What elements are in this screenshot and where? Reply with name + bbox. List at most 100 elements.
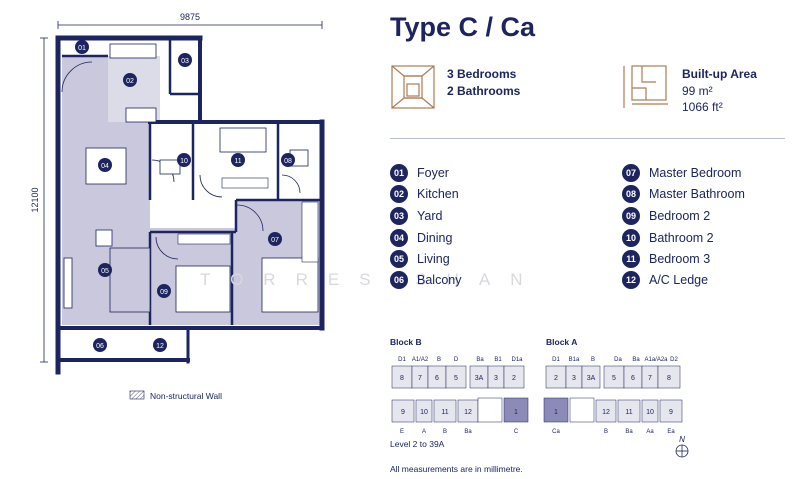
svg-text:1: 1: [514, 409, 518, 416]
svg-text:01: 01: [78, 45, 86, 52]
area-sqft: 1066 ft²: [682, 100, 723, 114]
svg-text:10: 10: [420, 409, 428, 416]
svg-text:5: 5: [612, 375, 616, 382]
svg-text:B: B: [443, 429, 447, 435]
block-b: D1 A1/A2 B D Ba B1 D1a 8 7 6 5 3A 3 2 9: [391, 357, 529, 435]
room-badge-04: 04: [98, 158, 112, 172]
block-b-title: Block B: [390, 337, 422, 347]
svg-text:05: 05: [101, 268, 109, 275]
svg-text:12: 12: [602, 409, 610, 416]
svg-text:9: 9: [401, 409, 405, 416]
room-badge-06: 06: [93, 338, 107, 352]
area-icon: [623, 65, 668, 108]
svg-text:5: 5: [454, 375, 458, 382]
svg-text:A1/A2: A1/A2: [412, 357, 429, 363]
svg-text:12: 12: [464, 409, 472, 416]
svg-text:02: 02: [126, 78, 134, 85]
svg-text:9: 9: [669, 409, 673, 416]
svg-text:8: 8: [400, 375, 404, 382]
svg-text:6: 6: [435, 375, 439, 382]
svg-text:Ca: Ca: [552, 429, 560, 435]
svg-text:C: C: [514, 429, 519, 435]
page-title: Type C / Ca: [390, 12, 536, 42]
bedroom-icon: [391, 65, 435, 109]
svg-text:11: 11: [234, 158, 241, 165]
svg-text:Ba: Ba: [476, 357, 484, 363]
room-badge-03: 03: [178, 53, 192, 67]
area-label: Built-up Area: [682, 67, 757, 81]
hatch-swatch: [129, 390, 145, 400]
svg-text:3: 3: [572, 375, 576, 382]
room-badge-07: 07: [268, 232, 282, 246]
svg-text:B1: B1: [494, 357, 502, 363]
svg-text:07: 07: [271, 237, 279, 244]
svg-text:06: 06: [96, 343, 104, 350]
svg-text:D: D: [454, 357, 459, 363]
width-dimension: 9875: [180, 12, 200, 22]
svg-text:8: 8: [667, 375, 671, 382]
svg-text:2: 2: [512, 375, 516, 382]
area-sqm: 99 m²: [682, 84, 713, 98]
block-a-title: Block A: [546, 337, 578, 347]
non-structural-label: Non-structural Wall: [150, 391, 222, 401]
room-badge-10: 10: [177, 153, 191, 167]
floor-plan: 9875 12100: [30, 12, 325, 401]
svg-text:6: 6: [631, 375, 635, 382]
svg-text:Da: Da: [614, 357, 622, 363]
svg-text:12: 12: [156, 343, 164, 350]
svg-text:09: 09: [160, 289, 168, 296]
svg-text:10: 10: [646, 409, 654, 416]
svg-text:B1a: B1a: [569, 357, 580, 363]
svg-text:Ba: Ba: [625, 429, 633, 435]
divider: [390, 138, 785, 139]
room-badge-11: 11: [231, 153, 245, 167]
svg-text:B: B: [591, 357, 595, 363]
svg-text:7: 7: [648, 375, 652, 382]
svg-text:B: B: [437, 357, 441, 363]
svg-text:3A: 3A: [587, 375, 596, 382]
svg-text:3: 3: [494, 375, 498, 382]
svg-text:10: 10: [180, 158, 188, 165]
svg-text:04: 04: [101, 163, 109, 170]
compass-icon: N: [675, 435, 689, 458]
svg-text:03: 03: [181, 58, 189, 65]
svg-text:3A: 3A: [475, 375, 484, 382]
svg-text:11: 11: [441, 409, 448, 416]
svg-text:Ba: Ba: [632, 357, 640, 363]
watermark: TORRES SHAN: [200, 270, 543, 289]
svg-text:08: 08: [284, 158, 292, 165]
svg-text:A1a/A2a: A1a/A2a: [644, 357, 668, 363]
bedrooms-count: 3 Bedrooms: [447, 67, 517, 81]
room-badge-05: 05: [98, 263, 112, 277]
non-structural-legend: Non-structural Wall: [129, 390, 222, 401]
svg-text:N: N: [679, 435, 685, 444]
room-badge-09: 09: [157, 284, 171, 298]
shaded-living-area: [62, 56, 320, 325]
svg-text:11: 11: [625, 409, 632, 416]
room-badge-01: 01: [75, 40, 89, 54]
room-badge-12: 12: [153, 338, 167, 352]
svg-text:D1: D1: [398, 357, 406, 363]
svg-text:D1a: D1a: [511, 357, 523, 363]
svg-text:2: 2: [554, 375, 558, 382]
room-badge-02: 02: [123, 73, 137, 87]
room-badge-08: 08: [281, 153, 295, 167]
svg-text:E: E: [400, 429, 404, 435]
height-dimension: 12100: [30, 187, 40, 212]
svg-text:D2: D2: [670, 357, 678, 363]
key-plan: D1 A1/A2 B D Ba B1 D1a 8 7 6 5 3A 3 2 9: [391, 357, 683, 435]
measurement-note: All measurements are in millimetre.: [390, 464, 523, 474]
svg-text:B: B: [604, 429, 608, 435]
svg-text:A: A: [422, 429, 426, 435]
